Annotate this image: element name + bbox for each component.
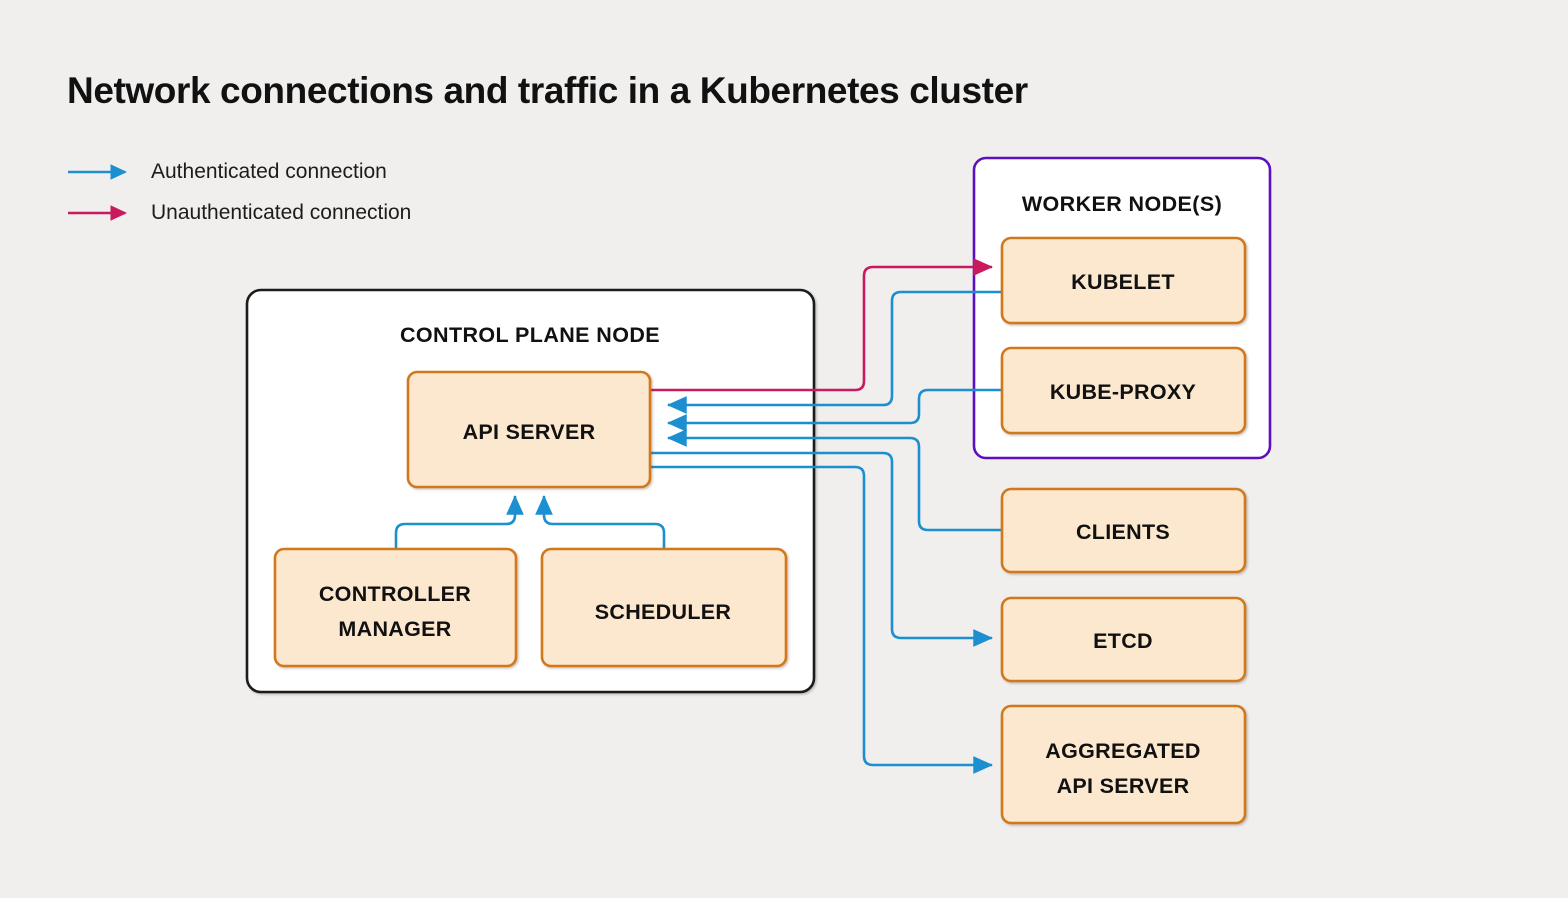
node-clients[interactable]: CLIENTS bbox=[1000, 487, 1247, 574]
kube-proxy-label: KUBE-PROXY bbox=[1050, 380, 1196, 404]
aggregated-api-server-label-line2: API SERVER bbox=[1057, 774, 1190, 798]
connection-scheduler-to-api-server bbox=[535, 494, 666, 549]
legend-label-unauthenticated: Unauthenticated connection bbox=[151, 201, 412, 224]
controller-manager-label-line1: CONTROLLER bbox=[319, 582, 471, 606]
connection-kubelet-to-api-server bbox=[666, 290, 1002, 414]
node-kubelet[interactable]: KUBELET bbox=[1000, 236, 1247, 325]
connection-api-server-to-etcd bbox=[650, 451, 994, 647]
clients-box[interactable] bbox=[1000, 487, 1247, 574]
node-api-server[interactable]: API SERVER bbox=[406, 370, 652, 489]
arrow-right-icon bbox=[68, 164, 128, 180]
node-scheduler[interactable]: SCHEDULER bbox=[540, 547, 788, 668]
api-server-box[interactable] bbox=[406, 370, 652, 489]
node-kube-proxy[interactable]: KUBE-PROXY bbox=[1000, 346, 1247, 435]
legend-item-unauthenticated: Unauthenticated connection bbox=[67, 201, 411, 225]
legend-item-authenticated: Authenticated connection bbox=[67, 160, 387, 184]
connection-controller-manager-to-api-server bbox=[394, 494, 524, 549]
kubelet-label: KUBELET bbox=[1071, 270, 1175, 294]
controller-manager-label-line2: MANAGER bbox=[338, 617, 451, 641]
connection-api-server-to-aggregated-api-server bbox=[650, 465, 994, 774]
api-server-label: API SERVER bbox=[463, 420, 596, 444]
connection-clients-to-api-server bbox=[666, 429, 1002, 532]
etcd-label: ETCD bbox=[1093, 629, 1153, 653]
node-etcd[interactable]: ETCD bbox=[1000, 596, 1247, 683]
scheduler-box[interactable] bbox=[540, 547, 788, 668]
etcd-box[interactable] bbox=[1000, 596, 1247, 683]
connection-api-server-to-kubelet bbox=[650, 258, 994, 392]
legend-label-authenticated: Authenticated connection bbox=[151, 160, 387, 183]
page-title: Network connections and traffic in a Kub… bbox=[67, 70, 1028, 111]
scheduler-label: SCHEDULER bbox=[595, 600, 732, 624]
aggregated-api-server-box[interactable] bbox=[1000, 704, 1247, 825]
kube-proxy-box[interactable] bbox=[1000, 346, 1247, 435]
control-plane-node-title: CONTROL PLANE NODE bbox=[400, 323, 660, 347]
aggregated-api-server-label-line1: AGGREGATED bbox=[1045, 739, 1201, 763]
worker-node-title: WORKER NODE(S) bbox=[1022, 192, 1222, 216]
connection-kube-proxy-to-api-server bbox=[666, 388, 1002, 432]
node-controller-manager[interactable]: CONTROLLER MANAGER bbox=[273, 547, 518, 668]
clients-label: CLIENTS bbox=[1076, 520, 1170, 544]
arrow-right-icon bbox=[68, 205, 128, 221]
controller-manager-box[interactable] bbox=[273, 547, 518, 668]
node-aggregated-api-server[interactable]: AGGREGATED API SERVER bbox=[1000, 704, 1247, 825]
kubelet-box[interactable] bbox=[1000, 236, 1247, 325]
